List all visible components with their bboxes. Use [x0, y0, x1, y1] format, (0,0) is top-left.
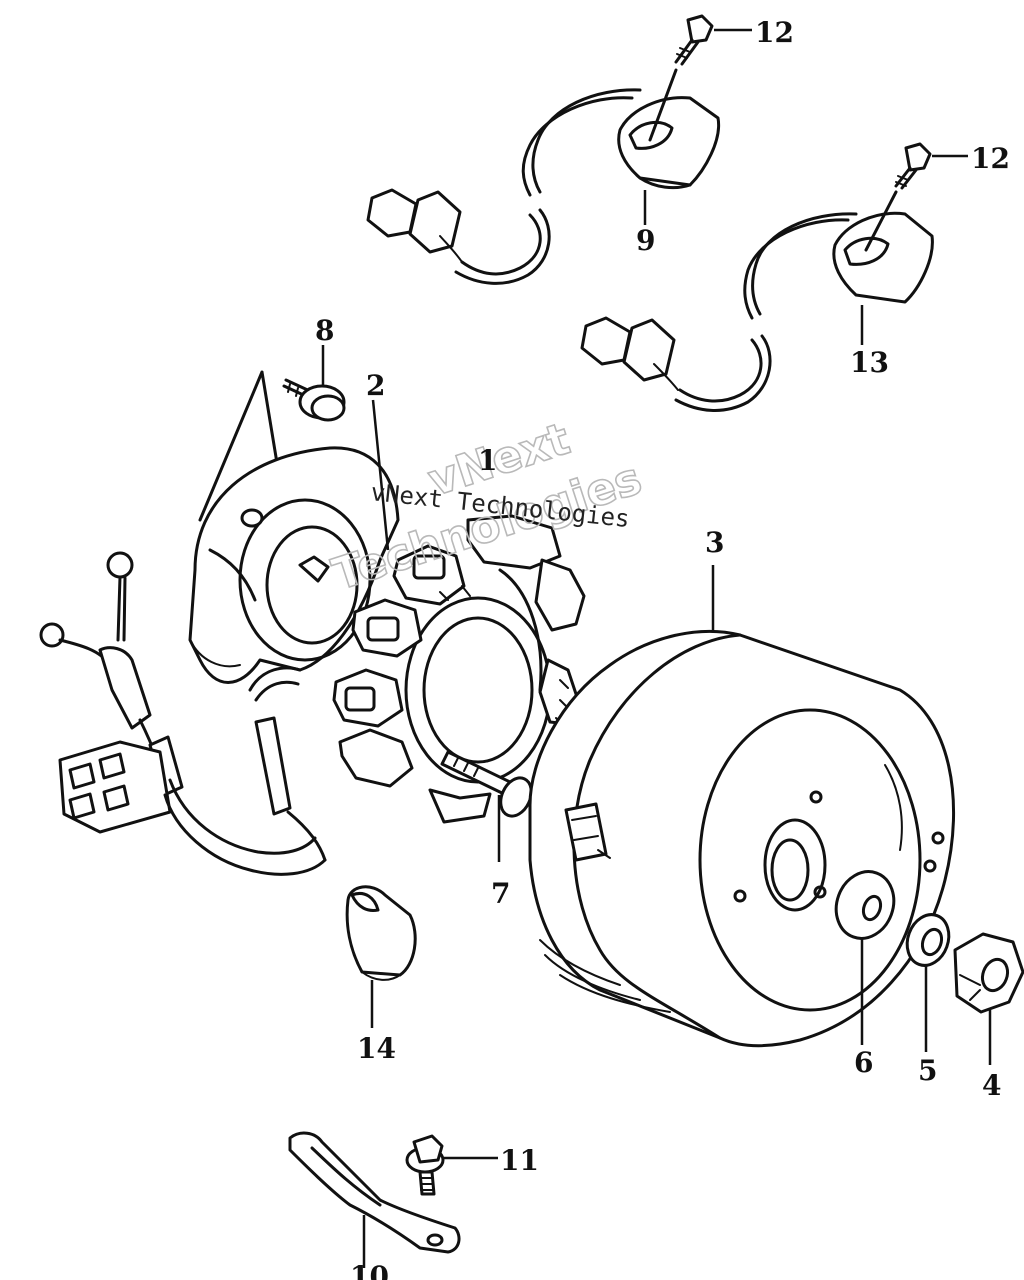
callout-12-second: 12 — [971, 142, 1010, 175]
part-13-coil — [580, 190, 934, 412]
callout-2: 2 — [366, 369, 385, 402]
callout-14: 14 — [357, 1032, 396, 1065]
callout-9: 9 — [636, 224, 655, 257]
callout-5: 5 — [918, 1054, 937, 1087]
part-6-washer — [834, 870, 896, 940]
callout-1: 1 — [478, 444, 497, 477]
part-5-lock-washer — [905, 913, 951, 967]
callout-4: 4 — [982, 1069, 1001, 1102]
callout-3: 3 — [705, 526, 724, 559]
part-3-flywheel — [528, 629, 956, 1048]
callout-13: 13 — [850, 346, 889, 379]
wire-harness — [39, 551, 327, 876]
callout-8: 8 — [315, 314, 334, 347]
callout-11: 11 — [500, 1144, 539, 1177]
part-14-grommet — [345, 885, 417, 981]
callout-6: 6 — [854, 1046, 873, 1079]
callout-12-top: 12 — [755, 16, 794, 49]
part-11-bolt — [405, 1134, 445, 1196]
callout-10: 10 — [350, 1260, 389, 1280]
part-8-bolt — [282, 378, 346, 422]
part-1-stator-coils — [332, 514, 586, 824]
part-12-bolt-top — [674, 14, 714, 66]
part-10-clamp — [288, 1131, 461, 1254]
callout-7: 7 — [491, 877, 510, 910]
part-7-bolt — [440, 750, 533, 818]
part-4-nut — [953, 932, 1024, 1014]
part-12-bolt-second — [894, 142, 932, 190]
part-9-pulser-coil — [366, 68, 721, 285]
part-2-stator-plate — [188, 370, 400, 684]
